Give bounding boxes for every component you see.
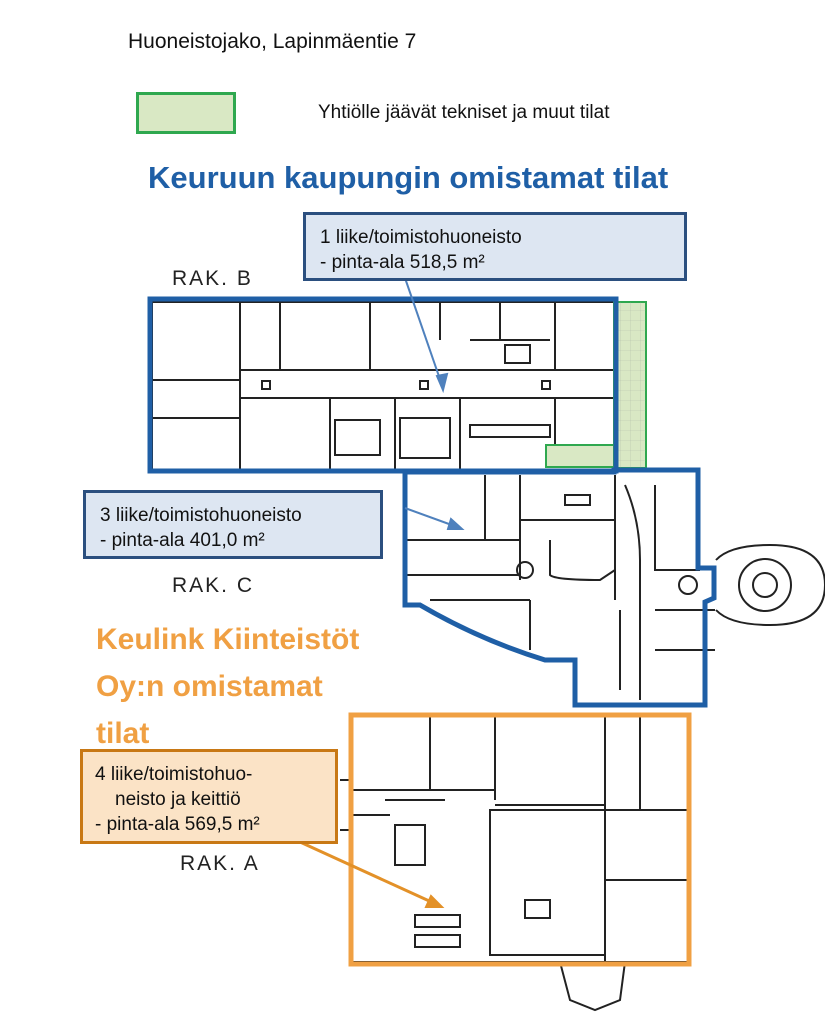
callout-a-line1: 4 liike/toimistohuo- xyxy=(95,764,253,785)
legend-label: Yhtiölle jäävät tekniset ja muut tilat xyxy=(318,102,610,123)
building-c-plan xyxy=(404,475,715,700)
keulink-owned-heading: Keulink Kiinteistöt Oy:n omistamat tilat xyxy=(96,616,359,757)
building-label-b: RAK. B xyxy=(172,267,253,290)
keulink-heading-line1: Keulink Kiinteistöt xyxy=(96,623,360,656)
building-b-plan xyxy=(151,301,615,471)
keulink-heading-line2: Oy:n omistamat xyxy=(96,670,323,703)
callout-c-line2: - pinta-ala 401,0 m² xyxy=(100,530,265,551)
callout-a-line3: - pinta-ala 569,5 m² xyxy=(95,814,260,835)
building-label-c: RAK. C xyxy=(172,574,255,597)
callout-building-c: 3 liike/toimistohuoneisto - pinta-ala 40… xyxy=(83,490,383,559)
callout-a-line2: neisto ja keittiö xyxy=(115,789,241,810)
city-owned-heading: Keuruun kaupungin omistamat tilat xyxy=(148,160,669,195)
callout-c-line1: 3 liike/toimistohuoneisto xyxy=(100,505,302,526)
city-boundary-b xyxy=(147,296,619,474)
building-label-a: RAK. A xyxy=(180,852,260,875)
page-title: Huoneistojako, Lapinmäentie 7 xyxy=(128,30,417,53)
callout-building-a: 4 liike/toimistohuo- neisto ja keittiö -… xyxy=(80,749,338,844)
keulink-boundary-a xyxy=(348,712,692,967)
callout-b-line1: 1 liike/toimistohuoneisto xyxy=(320,227,522,248)
company-area-b2 xyxy=(545,444,615,468)
roundabout xyxy=(715,543,825,627)
leader-arrows xyxy=(299,277,465,908)
callout-building-b: 1 liike/toimistohuoneisto - pinta-ala 51… xyxy=(303,212,687,281)
callout-b-line2: - pinta-ala 518,5 m² xyxy=(320,252,485,273)
keulink-heading-line3: tilat xyxy=(96,717,150,750)
legend-swatch xyxy=(136,92,236,134)
city-boundary-c xyxy=(402,467,717,708)
